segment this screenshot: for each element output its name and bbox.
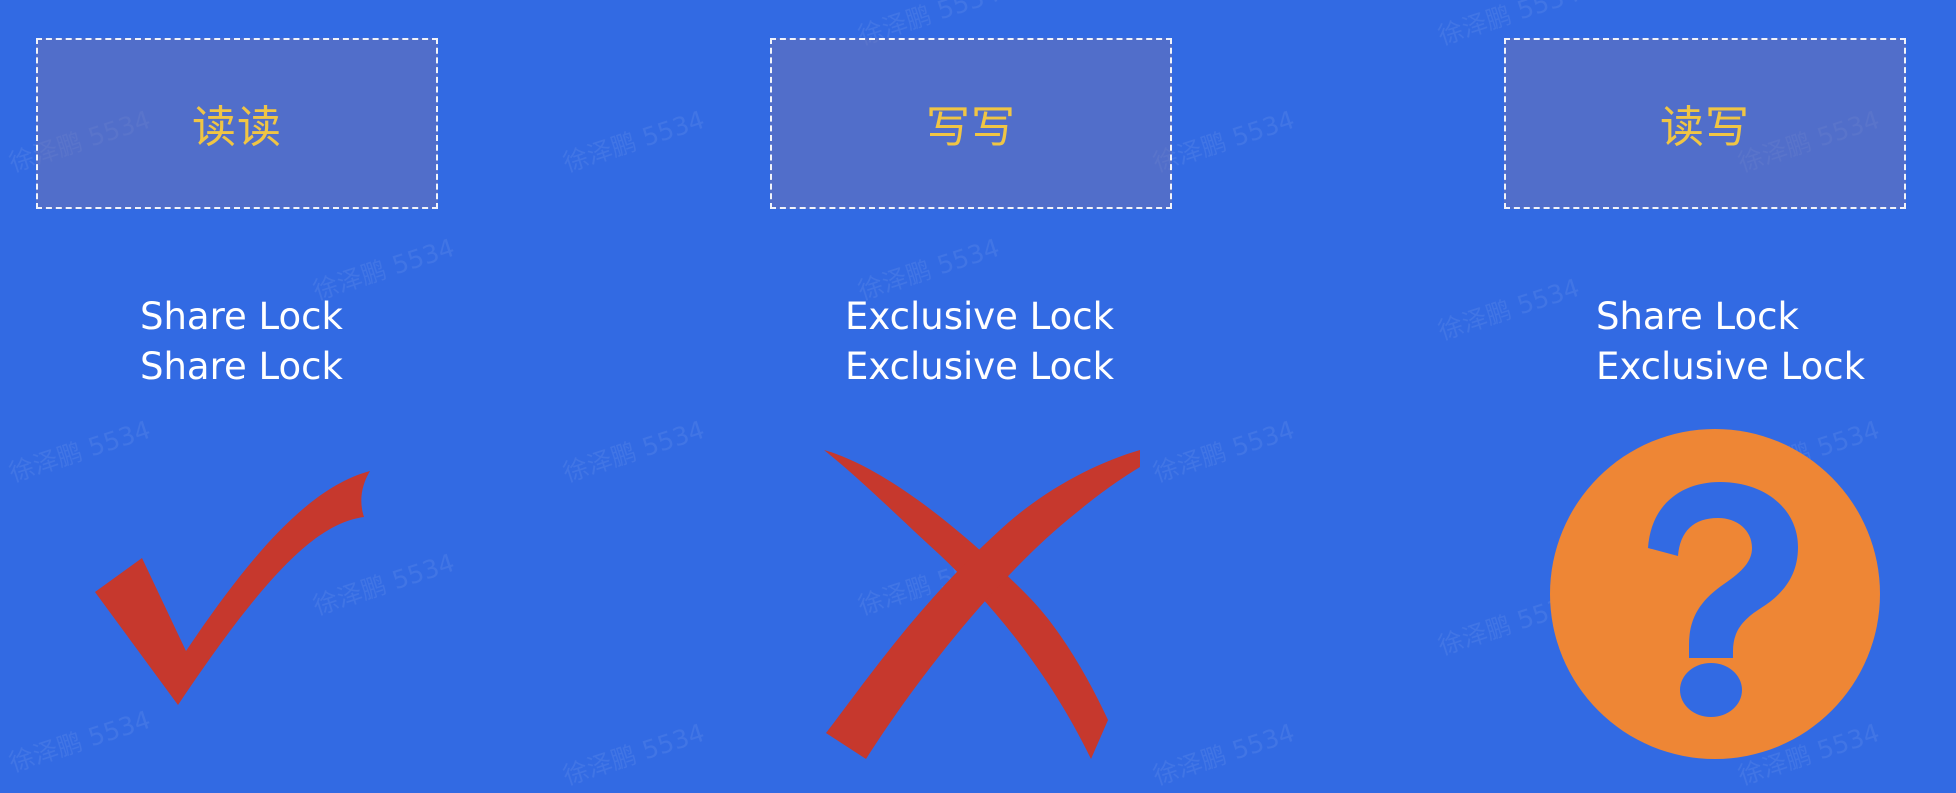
second-lock-type: Share Lock: [140, 345, 343, 388]
first-lock-type: Exclusive Lock: [845, 295, 1115, 338]
case-read-read: 读读 Share Lock Share Lock: [36, 0, 442, 786]
second-lock-type: Exclusive Lock: [845, 345, 1115, 388]
scenario-label-box: 写写: [770, 38, 1172, 209]
watermark: 徐泽鹏 5534: [559, 414, 708, 488]
scenario-label-box: 读写: [1504, 38, 1906, 209]
watermark: 徐泽鹏 5534: [559, 104, 708, 178]
scenario-label-box: 读读: [36, 38, 438, 209]
first-lock-type: Share Lock: [140, 295, 343, 338]
scenario-title: 读读: [192, 101, 282, 153]
check-mark-icon: [36, 420, 442, 766]
second-lock-type: Exclusive Lock: [1596, 345, 1866, 388]
scenario-title: 写写: [926, 101, 1016, 153]
case-write-write: 写写 Exclusive Lock Exclusive Lock: [770, 0, 1176, 786]
cross-mark-icon: [770, 420, 1176, 766]
first-lock-type: Share Lock: [1596, 295, 1799, 338]
question-mark-icon: [1504, 420, 1910, 766]
scenario-title: 读写: [1660, 101, 1750, 153]
watermark: 徐泽鹏 5534: [559, 717, 708, 791]
case-read-write: 读写 Share Lock Exclusive Lock: [1504, 0, 1910, 786]
